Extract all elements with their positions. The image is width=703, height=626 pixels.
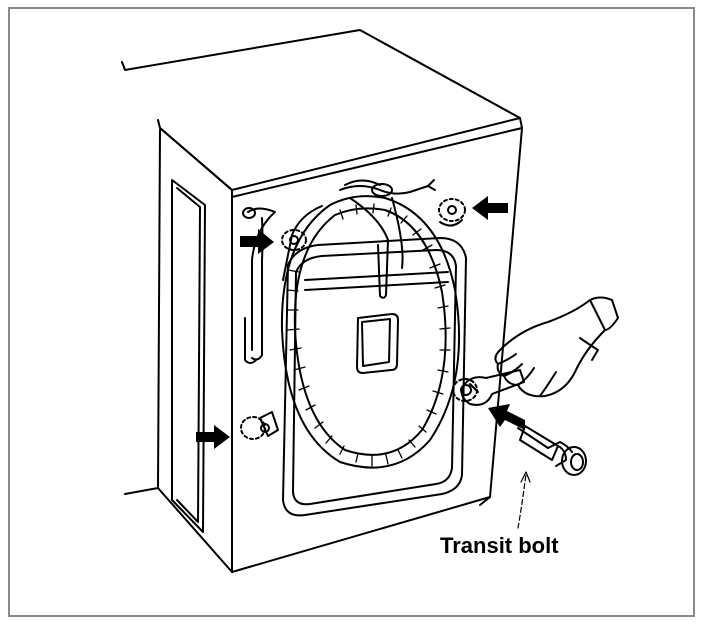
arrow-bottom-right bbox=[488, 404, 525, 430]
bolt-locations bbox=[241, 199, 477, 439]
arrow-top-left bbox=[240, 229, 274, 254]
cabinet-side bbox=[125, 130, 232, 572]
transit-bolt-caption: Transit bolt bbox=[440, 533, 559, 559]
hand-icon bbox=[495, 298, 618, 397]
arrow-top-right bbox=[472, 196, 508, 220]
caption-leader-line bbox=[518, 474, 526, 528]
transit-bolt-icon bbox=[518, 426, 586, 475]
arrow-bottom-left bbox=[196, 425, 230, 449]
cabinet-top bbox=[122, 30, 522, 197]
